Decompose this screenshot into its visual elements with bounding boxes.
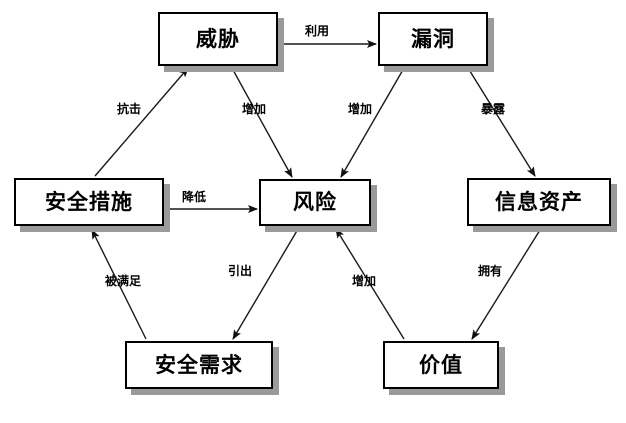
edge-label-increases-vuln: 增加 xyxy=(348,102,373,116)
node-security-requirement-label: 安全需求 xyxy=(155,352,243,377)
edge-label-derives: 引出 xyxy=(228,264,253,278)
edge-risk-derives-requirement xyxy=(232,228,299,340)
node-threat-label: 威胁 xyxy=(196,26,240,51)
edge-label-counters: 抗击 xyxy=(117,102,142,116)
edge-vulnerability-exposes-asset xyxy=(467,67,536,177)
edge-label-reduces: 降低 xyxy=(182,190,207,204)
edge-measure-counters-threat xyxy=(94,67,189,177)
node-security-requirement[interactable]: 安全需求 xyxy=(125,341,273,389)
edge-vulnerability-increases-risk xyxy=(340,67,405,178)
node-vulnerability[interactable]: 漏洞 xyxy=(378,12,488,66)
node-threat[interactable]: 威胁 xyxy=(158,12,278,66)
node-risk-label: 风险 xyxy=(293,190,337,214)
edge-label-exploits: 利用 xyxy=(305,24,330,38)
edge-threat-increases-risk xyxy=(231,67,293,178)
node-value-label: 价值 xyxy=(419,352,463,377)
node-value[interactable]: 价值 xyxy=(383,341,499,389)
edge-label-owns: 拥有 xyxy=(478,264,503,278)
edge-label-exposes: 暴露 xyxy=(481,102,506,116)
edge-label-satisfied-by: 被满足 xyxy=(105,274,142,288)
edge-label-increases-value: 增加 xyxy=(352,274,377,288)
node-security-measure[interactable]: 安全措施 xyxy=(14,178,164,226)
node-information-asset-label: 信息资产 xyxy=(495,189,583,214)
edge-label-increases-threat: 增加 xyxy=(242,102,267,116)
node-information-asset[interactable]: 信息资产 xyxy=(467,178,611,226)
node-security-measure-label: 安全措施 xyxy=(45,189,133,214)
edge-asset-owns-value xyxy=(471,229,541,340)
node-risk[interactable]: 风险 xyxy=(259,179,371,226)
node-vulnerability-label: 漏洞 xyxy=(411,26,455,51)
